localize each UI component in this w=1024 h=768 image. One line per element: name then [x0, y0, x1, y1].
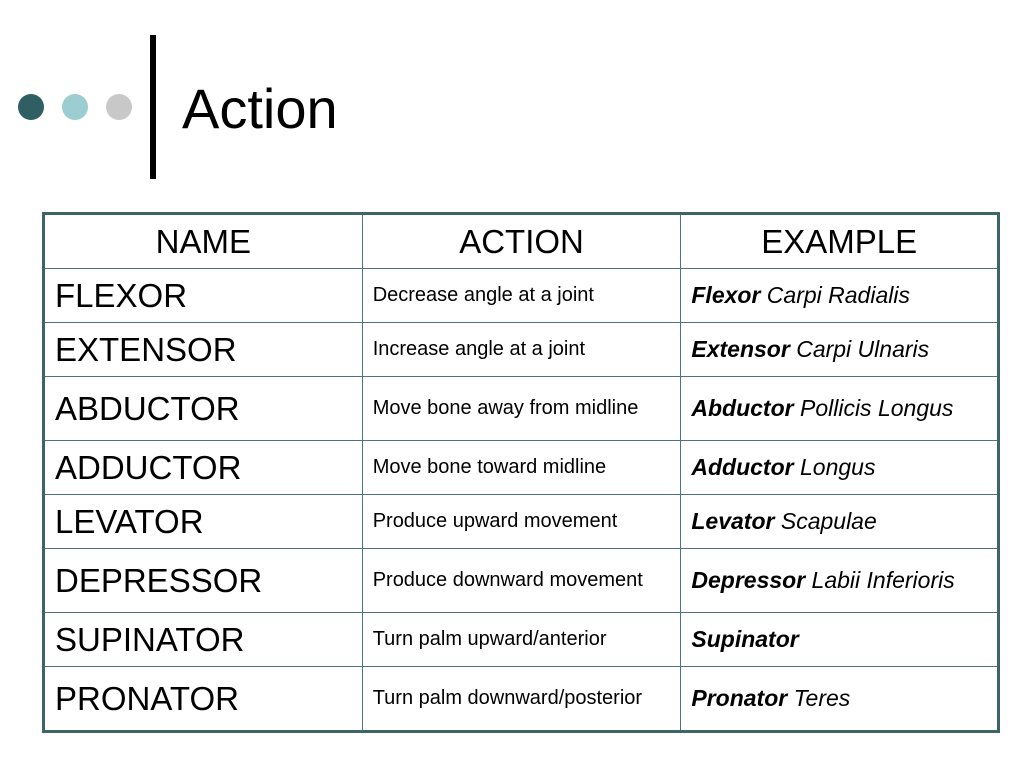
example-muscle-type: Pronator — [691, 685, 788, 711]
name-cell: PRONATOR — [43, 666, 363, 732]
bullet-dot-dark — [18, 94, 44, 120]
example-muscle-rest: Pollicis Longus — [793, 395, 954, 421]
example-muscle-rest: Carpi Radialis — [760, 282, 910, 308]
example-muscle-type: Supinator — [691, 626, 799, 652]
example-muscle-rest: Scapulae — [774, 508, 877, 534]
name-cell: ABDUCTOR — [43, 376, 363, 441]
example-muscle-rest: Labii Inferioris — [805, 567, 955, 593]
muscle-action-table: NAME ACTION EXAMPLE FLEXOR Decrease angl… — [42, 212, 1000, 733]
example-muscle-rest: Teres — [787, 685, 851, 711]
name-cell: FLEXOR — [43, 268, 363, 323]
slide-title: Action — [182, 77, 338, 140]
action-cell: Produce upward movement — [361, 494, 682, 549]
table-row: DEPRESSOR Produce downward movement Depr… — [43, 548, 999, 613]
table-row: EXTENSOR Increase angle at a joint Exten… — [43, 322, 999, 377]
example-muscle-rest: Longus — [793, 454, 876, 480]
table-row: SUPINATOR Turn palm upward/anterior Supi… — [43, 612, 999, 667]
example-muscle-type: Adductor — [691, 454, 794, 480]
example-muscle-type: Levator — [691, 508, 775, 534]
example-muscle-type: Depressor — [691, 567, 806, 593]
table-row: ABDUCTOR Move bone away from midline Abd… — [43, 376, 999, 441]
example-cell: Supinator — [680, 612, 999, 667]
action-cell: Produce downward movement — [361, 548, 682, 613]
name-cell: LEVATOR — [43, 494, 363, 549]
example-cell: Depressor Labii Inferioris — [680, 548, 999, 613]
bullet-dot-gray — [106, 94, 132, 120]
example-cell: Levator Scapulae — [680, 494, 999, 549]
action-cell: Increase angle at a joint — [361, 322, 682, 377]
action-cell: Decrease angle at a joint — [361, 268, 682, 323]
example-muscle-rest: Carpi Ulnaris — [789, 336, 930, 362]
action-cell: Turn palm upward/anterior — [361, 612, 682, 667]
title-divider-bar — [150, 35, 156, 179]
action-cell: Move bone away from midline — [361, 376, 682, 441]
action-cell: Move bone toward midline — [361, 440, 682, 495]
name-cell: EXTENSOR — [43, 322, 363, 377]
table-row: LEVATOR Produce upward movement Levator … — [43, 494, 999, 549]
table-header-row: NAME ACTION EXAMPLE — [43, 213, 999, 269]
example-cell: Abductor Pollicis Longus — [680, 376, 999, 441]
example-cell: Extensor Carpi Ulnaris — [680, 322, 999, 377]
example-muscle-type: Abductor — [691, 395, 794, 421]
header-example: EXAMPLE — [680, 213, 999, 269]
name-cell: SUPINATOR — [43, 612, 363, 667]
table-row: FLEXOR Decrease angle at a joint Flexor … — [43, 268, 999, 323]
name-cell: ADDUCTOR — [43, 440, 363, 495]
name-cell: DEPRESSOR — [43, 548, 363, 613]
action-cell: Turn palm downward/posterior — [361, 666, 682, 732]
example-cell: Pronator Teres — [680, 666, 999, 732]
bullet-dot-light — [62, 94, 88, 120]
example-muscle-type: Flexor — [691, 282, 761, 308]
example-muscle-type: Extensor — [691, 336, 790, 362]
example-cell: Flexor Carpi Radialis — [680, 268, 999, 323]
table-row: ADDUCTOR Move bone toward midline Adduct… — [43, 440, 999, 495]
header-name: NAME — [43, 213, 363, 269]
table-row: PRONATOR Turn palm downward/posterior Pr… — [43, 666, 999, 732]
header-action: ACTION — [361, 213, 682, 269]
example-cell: Adductor Longus — [680, 440, 999, 495]
